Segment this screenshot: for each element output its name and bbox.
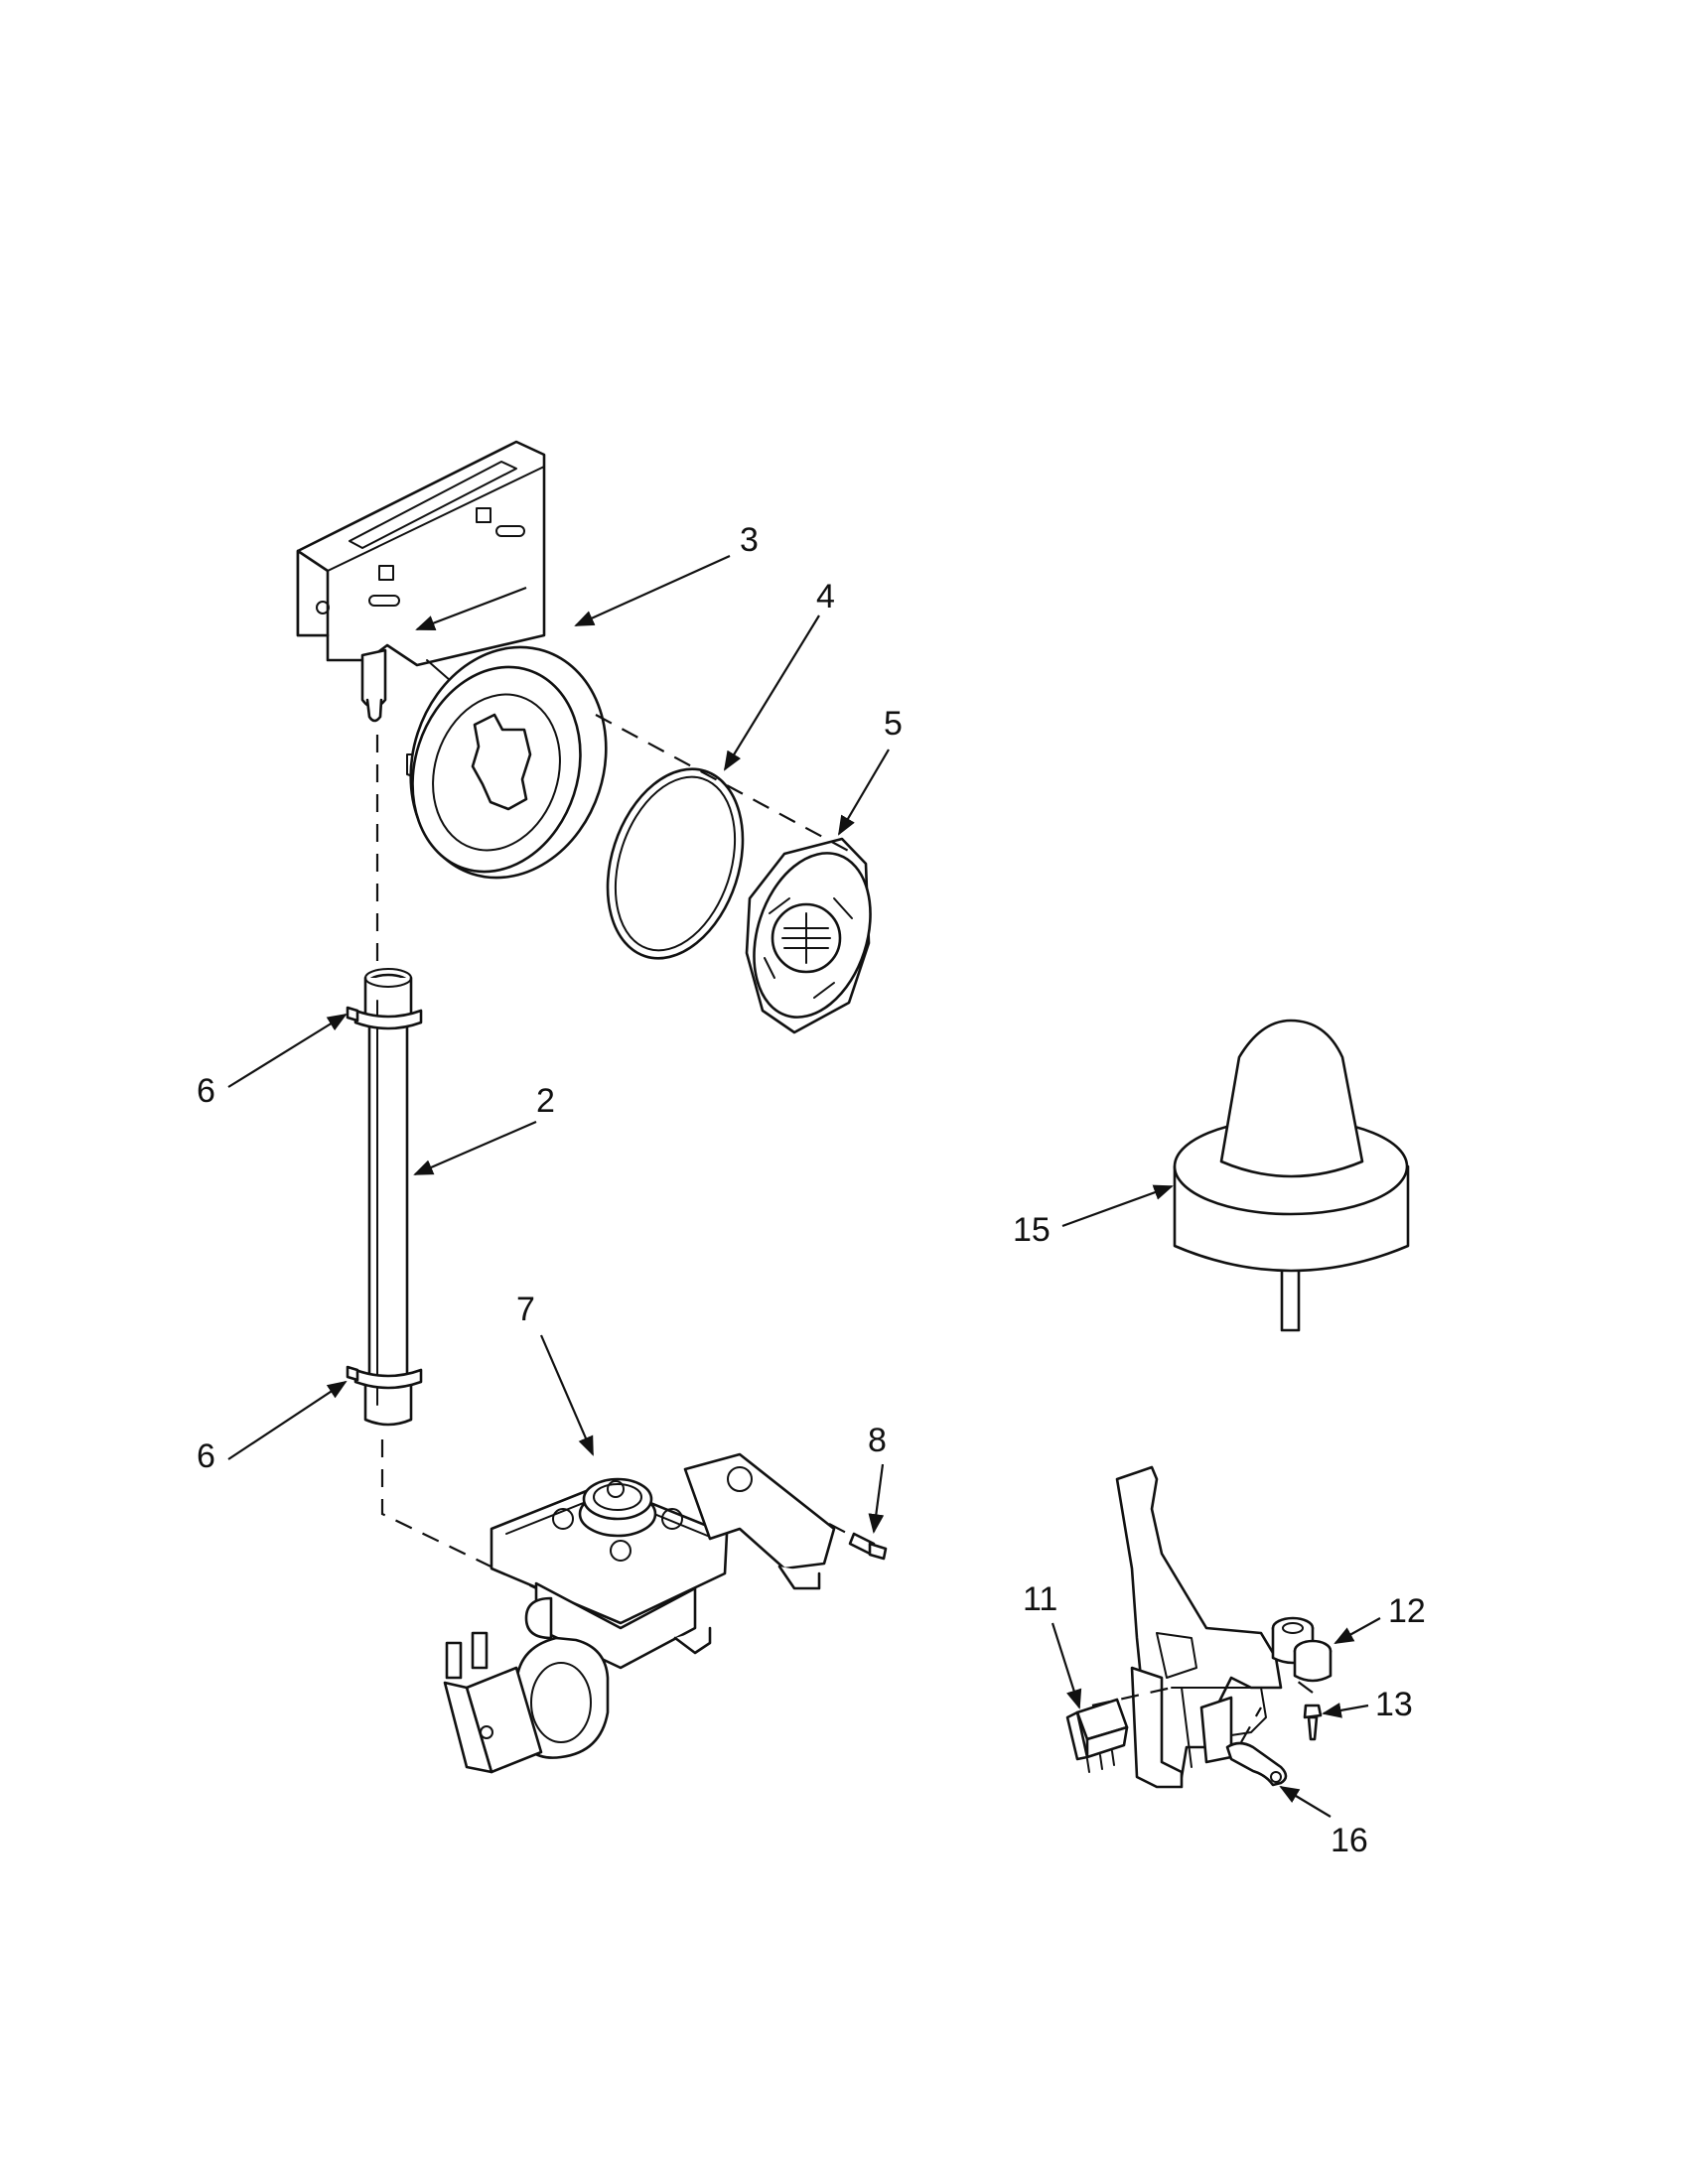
o-ring-drawing (606, 767, 745, 960)
filter-flange-plate-drawing (409, 645, 608, 880)
callout-part-3: 3 (740, 521, 759, 559)
callout-part-7: 7 (516, 1291, 535, 1328)
callout-part-15: 15 (1013, 1211, 1051, 1249)
callout-part-12: 12 (1388, 1592, 1426, 1630)
small-screw-drawing (1292, 1677, 1323, 1741)
callout-part-2: 2 (536, 1082, 555, 1120)
lever-drawing (1225, 1706, 1288, 1787)
callout-part-13: 13 (1375, 1686, 1413, 1723)
knob-drawing (1173, 1019, 1410, 1332)
callout-part-6-upper: 6 (197, 1072, 215, 1110)
callout-part-16: 16 (1331, 1822, 1368, 1859)
filter-housing-bracket-drawing (296, 440, 546, 785)
switch-bracket-drawing (1115, 1465, 1333, 1789)
callout-part-4: 4 (816, 578, 835, 615)
water-valve-drawing (443, 1452, 836, 1774)
filter-screen-cap-drawing (745, 837, 872, 1034)
tube-drawing (363, 968, 413, 1427)
callout-part-6-lower: 6 (197, 1437, 215, 1475)
leader-lines (227, 554, 1381, 1818)
callout-part-8: 8 (868, 1422, 887, 1459)
valve-screw-drawing (828, 1523, 888, 1561)
callout-part-5: 5 (884, 705, 903, 743)
assembly-line-valve (380, 1439, 537, 1589)
micro-switch-drawing (1065, 1686, 1173, 1773)
assembly-line-filter (595, 714, 855, 855)
hose-clamp-lower-drawing (346, 1365, 423, 1390)
hose-clamp-upper-drawing (346, 1006, 423, 1030)
callout-part-11: 11 (1023, 1580, 1057, 1618)
